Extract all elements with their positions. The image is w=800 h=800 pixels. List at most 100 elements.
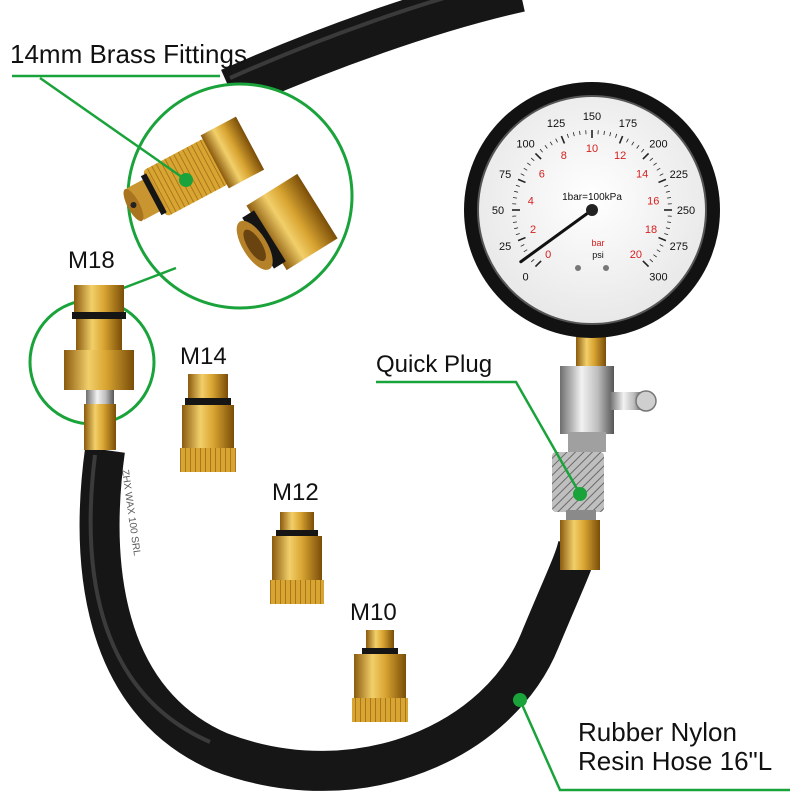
gauge-tick-mark bbox=[515, 184, 520, 187]
gauge-tick-mark bbox=[515, 233, 520, 236]
gauge-psi-tick-label: 100 bbox=[516, 139, 534, 151]
gauge-tick-mark bbox=[649, 157, 654, 161]
gauge-tick-mark bbox=[642, 260, 650, 268]
top-hose bbox=[221, 0, 525, 111]
callout-line-hose bbox=[518, 699, 790, 792]
gauge-tick-mark bbox=[642, 152, 650, 160]
gauge-tick-mark bbox=[664, 184, 669, 187]
m14-adapter bbox=[180, 374, 236, 472]
m18-label: M18 bbox=[68, 247, 115, 274]
hose-label-line-1: Rubber Nylon bbox=[578, 717, 737, 747]
gauge-tick-mark bbox=[566, 133, 569, 138]
gauge-tick-mark bbox=[636, 145, 640, 149]
gauge-tick-mark bbox=[579, 130, 581, 135]
gauge-psi-tick-label: 200 bbox=[649, 139, 667, 151]
gauge-unit-psi: psi bbox=[592, 250, 604, 260]
gauge-psi-tick-label: 300 bbox=[649, 271, 667, 283]
hose-print: ZHX WAX 100 SRL bbox=[119, 469, 142, 557]
gauge-tick-mark bbox=[658, 178, 667, 184]
gauge-tick-mark bbox=[534, 260, 542, 268]
gauge-unit-bar: bar bbox=[591, 238, 604, 248]
gauge-psi-tick-label: 125 bbox=[547, 118, 565, 130]
gauge-tick-mark bbox=[544, 145, 548, 149]
gauge-tick-mark bbox=[658, 236, 667, 242]
gauge-tick-mark bbox=[653, 254, 657, 258]
gauge-needle bbox=[519, 208, 594, 264]
gauge-tick-mark bbox=[665, 190, 670, 193]
gauge-tick-mark bbox=[572, 132, 575, 137]
gauge-tick-mark bbox=[603, 130, 605, 135]
pressure-gauge: 0 25 50 75 100 125 150 175 200 225 250 275 300 0 2 4 6 8… bbox=[464, 82, 720, 338]
m18-adapter bbox=[64, 285, 134, 450]
gauge-bar-tick-label: 12 bbox=[614, 150, 626, 162]
gauge-bar-tick-label: 8 bbox=[561, 150, 567, 162]
gauge-bar-tick-label: 18 bbox=[645, 224, 657, 236]
callout-line-fittings bbox=[12, 74, 220, 182]
gauge-psi-tick-label: 275 bbox=[670, 241, 688, 253]
gauge-tick-mark bbox=[626, 138, 629, 143]
brass-fitting-closeup-2 bbox=[236, 173, 338, 271]
hose-label-line-2: Resin Hose 16"L bbox=[578, 745, 773, 776]
quick-plug-assembly bbox=[552, 330, 657, 570]
gauge-tick-mark bbox=[664, 233, 669, 236]
gauge-tick-mark bbox=[520, 244, 525, 247]
gauge-tick-mark bbox=[667, 221, 672, 223]
gauge-psi-tick-label: 0 bbox=[522, 271, 528, 283]
gauge-psi-tick-label: 150 bbox=[583, 111, 601, 123]
gauge-tick-mark bbox=[549, 141, 553, 146]
gauge-bar-tick-label: 4 bbox=[528, 195, 534, 207]
brass-fittings-label: 14mm Brass Fittings bbox=[10, 39, 247, 69]
gauge-tick-mark bbox=[517, 236, 526, 242]
gauge-tick-mark bbox=[656, 249, 661, 253]
gauge-psi-tick-label: 175 bbox=[619, 118, 637, 130]
hose-label: Rubber Nylon Resin Hose 16"L bbox=[578, 718, 772, 775]
gauge-psi-tick-label: 50 bbox=[492, 205, 504, 217]
gauge-tick-mark bbox=[659, 173, 664, 176]
gauge-tick-mark bbox=[555, 138, 558, 143]
gauge-tick-mark bbox=[659, 244, 664, 247]
gauge-tick-mark bbox=[512, 197, 517, 199]
gauge-bar-tick-label: 0 bbox=[545, 249, 551, 261]
gauge-bar-tick-label: 6 bbox=[539, 169, 545, 181]
m14-label: M14 bbox=[180, 343, 227, 370]
gauge-tick-mark bbox=[514, 227, 519, 230]
callout-line-quick-plug bbox=[376, 380, 582, 495]
gauge-psi-tick-label: 25 bbox=[499, 241, 511, 253]
gauge-tick-mark bbox=[653, 162, 657, 166]
gauge-tick-mark bbox=[534, 152, 542, 160]
gauge-bar-tick-label: 14 bbox=[636, 169, 648, 181]
gauge-tick-mark bbox=[667, 197, 672, 199]
main-hose bbox=[79, 447, 598, 791]
gauge-tick-mark bbox=[665, 227, 670, 230]
gauge-tick-mark bbox=[609, 132, 612, 137]
gauge-tick-mark bbox=[530, 259, 535, 263]
gauge-center-text: 1bar=100kPa bbox=[562, 192, 622, 203]
gauge-tick-mark bbox=[656, 167, 661, 171]
gauge-tick-mark bbox=[618, 135, 624, 144]
gauge-tick-mark bbox=[514, 190, 519, 193]
m12-adapter bbox=[270, 512, 324, 604]
gauge-psi-tick-label: 225 bbox=[670, 169, 688, 181]
m10-adapter bbox=[352, 630, 408, 722]
gauge-bar-tick-label: 10 bbox=[586, 143, 598, 155]
gauge-bar-tick-label: 16 bbox=[647, 195, 659, 207]
gauge-tick-mark bbox=[615, 133, 618, 138]
gauge-bar-tick-label: 2 bbox=[530, 224, 536, 236]
gauge-tick-mark bbox=[512, 221, 517, 223]
gauge-tick-mark bbox=[641, 148, 645, 153]
gauge-tick-mark bbox=[523, 249, 528, 253]
quick-plug-label: Quick Plug bbox=[376, 351, 493, 378]
gauge-psi-tick-label: 75 bbox=[499, 169, 511, 181]
m10-label: M10 bbox=[350, 599, 397, 626]
gauge-tick-mark bbox=[523, 167, 528, 171]
gauge-tick-mark bbox=[530, 157, 535, 161]
gauge-tick-mark bbox=[527, 162, 531, 166]
gauge-tick-mark bbox=[560, 135, 566, 144]
gauge-tick-mark bbox=[517, 178, 526, 184]
gauge-tick-mark bbox=[631, 141, 635, 146]
gauge-tick-mark bbox=[649, 259, 654, 263]
gauge-tick-mark bbox=[539, 148, 543, 153]
gauge-psi-tick-label: 250 bbox=[677, 205, 695, 217]
gauge-bar-tick-label: 20 bbox=[630, 249, 642, 261]
